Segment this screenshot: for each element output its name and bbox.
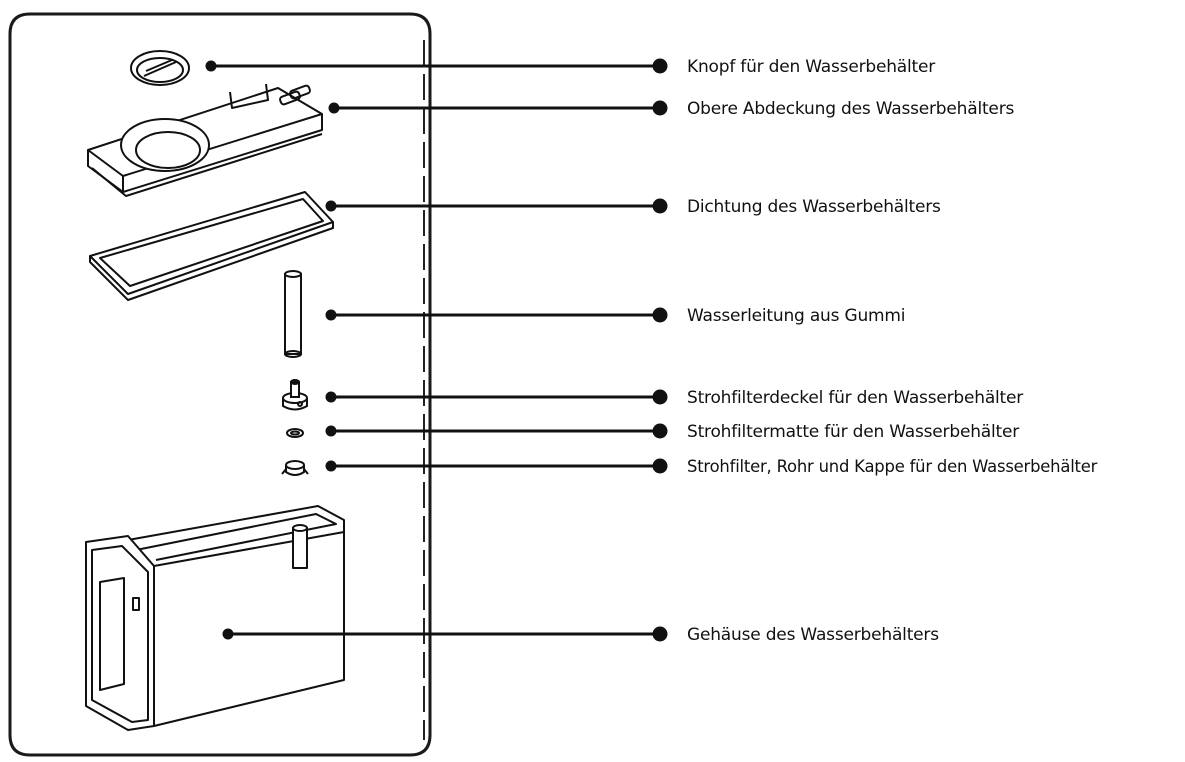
label-knob: Knopf für den Wasserbehälter — [687, 57, 936, 77]
label-seal: Dichtung des Wasserbehälters — [687, 197, 941, 217]
leader-line-rubber-tube — [325, 307, 668, 323]
straw-filter-tube-cap-icon — [281, 460, 309, 476]
leader-line-knob — [205, 58, 668, 74]
label-straw-filter-cap: Strohfilterdeckel für den Wasserbehälter — [687, 388, 1024, 408]
straw-filter-mat-icon — [286, 428, 304, 438]
leader-line-straw-filter-tube-cap — [325, 458, 668, 474]
leader-line-top-cover — [328, 100, 668, 116]
label-straw-filter-tube-cap: Strohfilter, Rohr und Kappe für den Wass… — [687, 457, 1098, 476]
label-straw-filter-mat: Strohfiltermatte für den Wasserbehälter — [687, 422, 1020, 442]
seal-icon — [89, 191, 334, 301]
label-housing: Gehäuse des Wasserbehälters — [687, 625, 939, 645]
leader-lines — [205, 58, 668, 642]
leader-line-seal — [325, 198, 668, 214]
straw-filter-cap-icon — [282, 379, 308, 411]
parts-frame — [8, 12, 432, 757]
rubber-tube-icon — [284, 270, 302, 358]
tank-housing-icon — [85, 505, 345, 731]
leader-line-straw-filter-mat — [325, 423, 668, 439]
top-cover-icon — [87, 83, 323, 197]
label-rubber-tube: Wasserleitung aus Gummi — [687, 306, 906, 326]
leader-line-housing — [222, 626, 668, 642]
knob-icon — [130, 50, 190, 86]
label-top-cover: Obere Abdeckung des Wasserbehälters — [687, 99, 1015, 119]
leader-line-straw-filter-cap — [325, 389, 668, 405]
